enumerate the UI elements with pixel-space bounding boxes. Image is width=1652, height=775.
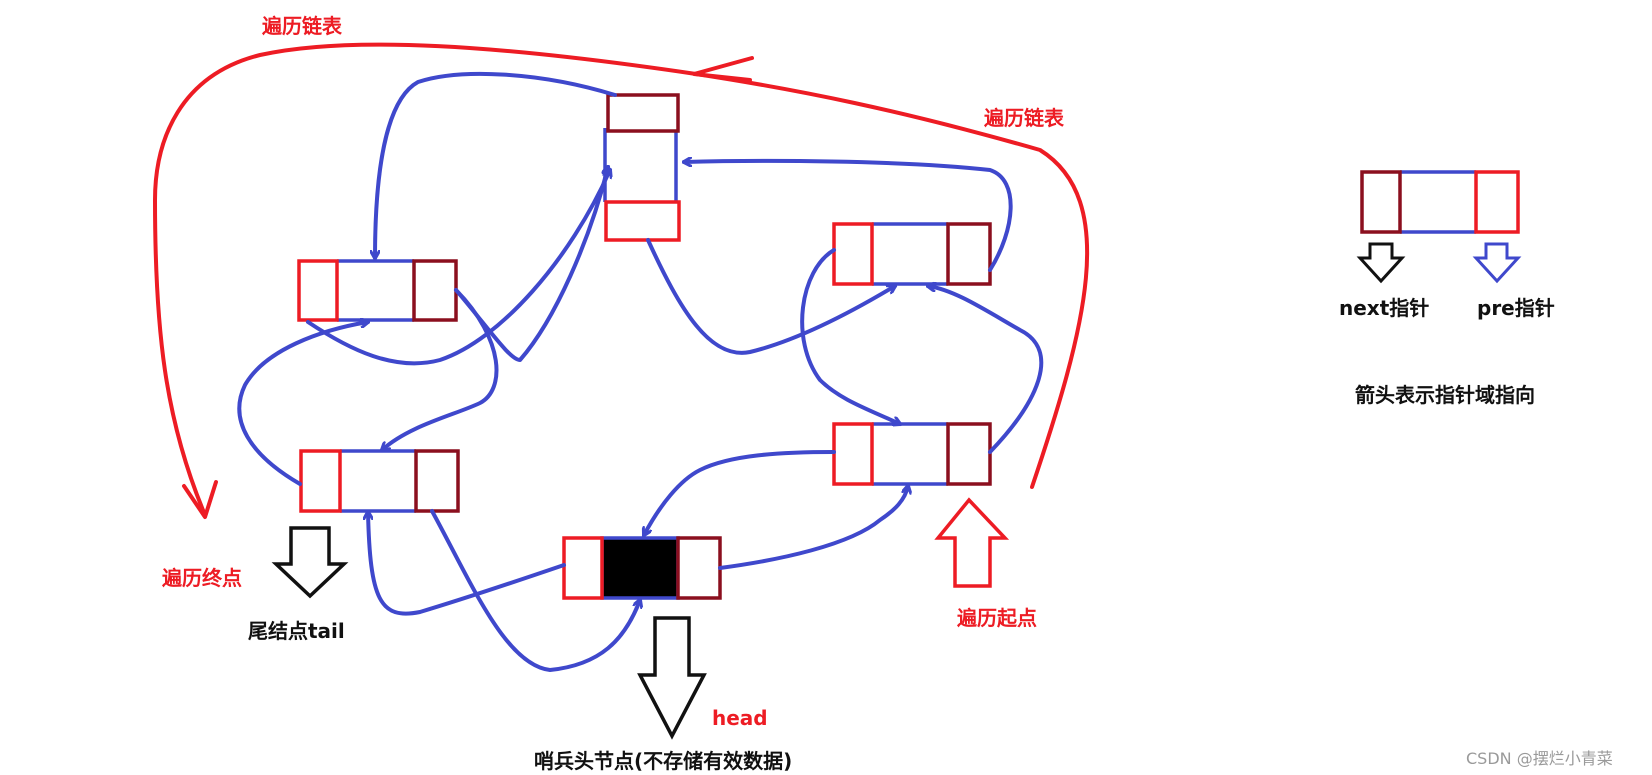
legend (1356, 170, 1522, 284)
arrow-top-pre-to-upper-right (646, 238, 895, 355)
arrow-head-pre-to-tail (368, 512, 566, 616)
node-lower-right (832, 422, 992, 486)
label-traverse-start: 遍历起点 (956, 606, 1037, 630)
node-lower-left-tail (299, 449, 460, 513)
arrow-top-next-to-upper-left (375, 71, 617, 258)
label-traverse-end: 遍历终点 (161, 566, 242, 590)
node-upper-left (297, 259, 458, 322)
node-sentinel-head (562, 536, 722, 600)
label-traverse-right: 遍历链表 (983, 106, 1065, 130)
label-head: head (712, 706, 768, 730)
label-traverse-top: 遍历链表 (261, 14, 343, 38)
arrow-lower-right-pre-to-head (644, 450, 836, 535)
arrow-upper-left-next-to-top (454, 167, 608, 362)
legend-next-arrow-icon (1356, 242, 1406, 284)
pointer-arrows (237, 71, 1044, 672)
arrow-upper-left-to-top-long (306, 170, 610, 366)
legend-pre-arrow-icon (1472, 242, 1522, 284)
arrow-tail-next-to-head (430, 509, 640, 672)
watermark: CSDN @摆烂小青菜 (1466, 749, 1613, 768)
node-upper-right (832, 222, 992, 286)
legend-pre-field (1474, 170, 1520, 234)
arrow-upper-right-next-to-top (684, 161, 1013, 272)
legend-pre-label: pre指针 (1477, 296, 1555, 320)
traversal-curve (153, 42, 1090, 517)
label-sentinel: 哨兵头节点(不存储有效数据) (534, 749, 792, 773)
node-top (603, 93, 681, 242)
legend-next-field (1360, 170, 1402, 234)
arrow-head-next-to-lower-right (718, 486, 908, 570)
legend-note: 箭头表示指针域指向 (1355, 383, 1535, 407)
traversal-arrow-tip-left (182, 480, 218, 519)
traversal-arrow-tip-top (692, 56, 754, 82)
start-up-block-arrow (934, 497, 1010, 588)
arrow-lower-right-next-to-upper-right (928, 286, 1044, 454)
head-down-block-arrow (637, 616, 707, 740)
tail-down-block-arrow (271, 526, 349, 599)
legend-next-label: next指针 (1339, 296, 1429, 320)
label-tail: 尾结点tail (248, 619, 345, 643)
arrow-upper-left-pre-to-tail (382, 288, 499, 450)
arrow-upper-right-pre-to-lower-right (800, 248, 900, 424)
